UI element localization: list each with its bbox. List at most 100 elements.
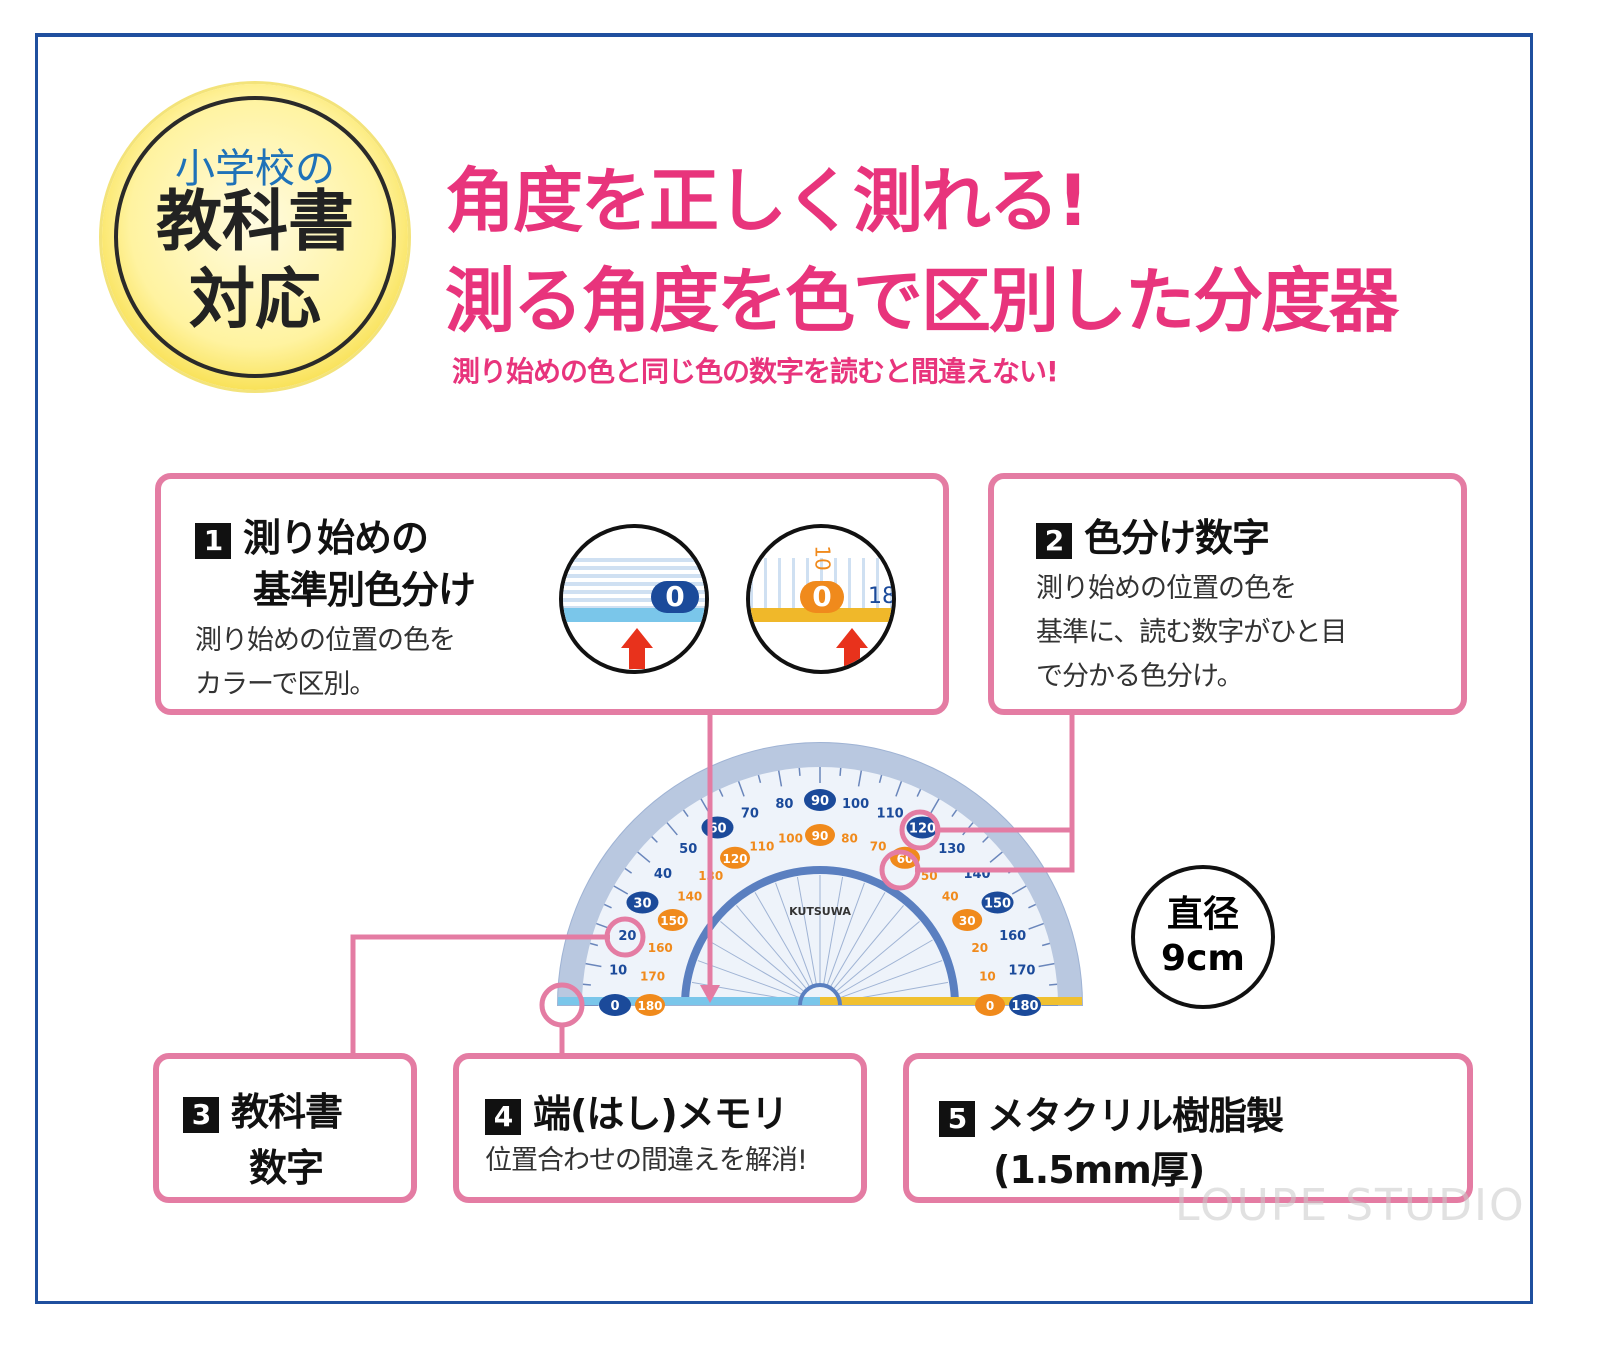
frame-border [35,33,1533,1304]
badge-line2: 教科書 [156,182,354,260]
feature-title: 教科書 [231,1090,343,1134]
watermark: LOUPE STUDIO [1175,1180,1526,1231]
outer-scale-label: 80 [775,797,793,812]
tick [651,836,658,843]
tick [1038,962,1055,968]
tick [798,767,801,776]
feature-title-2: 数字 [249,1146,324,1190]
tick [624,867,633,874]
radial-line [720,921,806,993]
radial-line [838,960,943,999]
tick [613,885,629,895]
feature-number: 1 [195,522,231,559]
feature-box-3: 3 教科書 数字 [153,1053,417,1203]
protractor-center [798,983,842,1006]
radial-line [796,876,818,986]
tick [757,774,762,784]
outer-scale-label: 0 [610,999,619,1014]
feature-number: 5 [939,1100,975,1137]
inner-label-highlight [657,909,688,931]
tick [857,770,863,787]
feature-title: メタクリル樹脂製 [987,1094,1284,1138]
tick [895,781,903,797]
tick [989,851,1003,863]
connector-lines [350,712,1075,1058]
lens-label-10: 10 [810,545,835,571]
headline-line1: 角度を正しく測れる! [445,160,1089,242]
outer-scale-label: 90 [811,794,829,809]
outer-label-highlight [804,789,836,811]
outer-label-highlight [981,891,1014,914]
inner-scale-label: 10 [979,969,996,983]
protractor-inner-arc [681,866,959,1006]
inner-label-highlight [805,824,835,846]
radial-line [707,939,803,996]
feature-title: 端(はし)メモリ [533,1092,789,1136]
inner-scale-label: 160 [648,941,673,955]
inner-scale-label: 120 [722,852,747,866]
lens-blue-start: 0 [559,524,709,674]
inner-scale-label: 30 [959,914,976,928]
inner-scale-label: 0 [986,999,994,1013]
lens-label-18: 18 [868,584,896,609]
feature-body-3: で分かる色分け。 [1036,661,1244,692]
tick [839,767,842,776]
feature-body: 測り始めの位置の色を [195,625,456,656]
inner-scale-label: 180 [637,999,662,1013]
outer-scale-label: 120 [909,821,936,836]
inner-scale-label: 20 [971,941,988,955]
feature-title: 測り始めの [243,516,429,560]
baseline-orange [820,997,1082,1005]
diameter-value: 9cm [1161,938,1245,979]
outer-scale-label: 30 [633,897,651,912]
arrow-up-icon [621,628,653,648]
tick [637,851,651,863]
badge-line3: 対応 [189,260,321,338]
inner-scale-label: 40 [942,890,959,904]
outer-scale-label: 40 [654,867,672,882]
inner-label-highlight [952,909,983,931]
diameter-label: 直径 [1166,894,1239,935]
feature-number: 3 [183,1096,219,1133]
arrow-head-icon [700,985,720,1003]
inner-scale-label: 90 [812,829,829,843]
subtitle: 測り始めの色と同じ色の数字を読むと間違えない! [452,355,1059,388]
outer-scale-label: 20 [618,929,636,944]
inner-scale-label: 150 [660,914,685,928]
tick [951,809,958,818]
radial-line [834,921,920,993]
outer-scale-label: 70 [741,806,759,821]
tick [1049,983,1058,986]
tick [603,903,612,909]
lens-blue-zero: 0 [651,581,699,613]
inner-scale-label: 80 [841,832,858,846]
tick [1011,885,1027,895]
outer-label-highlight [599,994,631,1016]
headline-line2: 測る角度を色で区別した分度器 [445,260,1399,342]
inner-scale-label: 170 [640,969,665,983]
inner-label-highlight [975,994,1005,1016]
tick [582,983,591,986]
tick [718,788,724,797]
tick [878,774,883,784]
outer-scale-label: 50 [679,842,697,857]
feature-number: 4 [485,1098,521,1135]
arrow-up-icon [836,628,868,648]
feature-number: 2 [1036,522,1072,559]
outer-label-highlight [906,816,939,839]
tick [982,836,989,843]
outer-scale-label: 150 [984,897,1011,912]
tick [737,781,745,797]
radial-line [837,939,933,996]
lens-orange-start: 0 10 18 [746,524,896,674]
radial-line [775,882,814,987]
inner-scale-label: 110 [749,839,774,853]
tick [1028,922,1044,930]
radial-line [754,892,811,988]
tick [1028,903,1037,909]
radial-line [829,892,886,988]
